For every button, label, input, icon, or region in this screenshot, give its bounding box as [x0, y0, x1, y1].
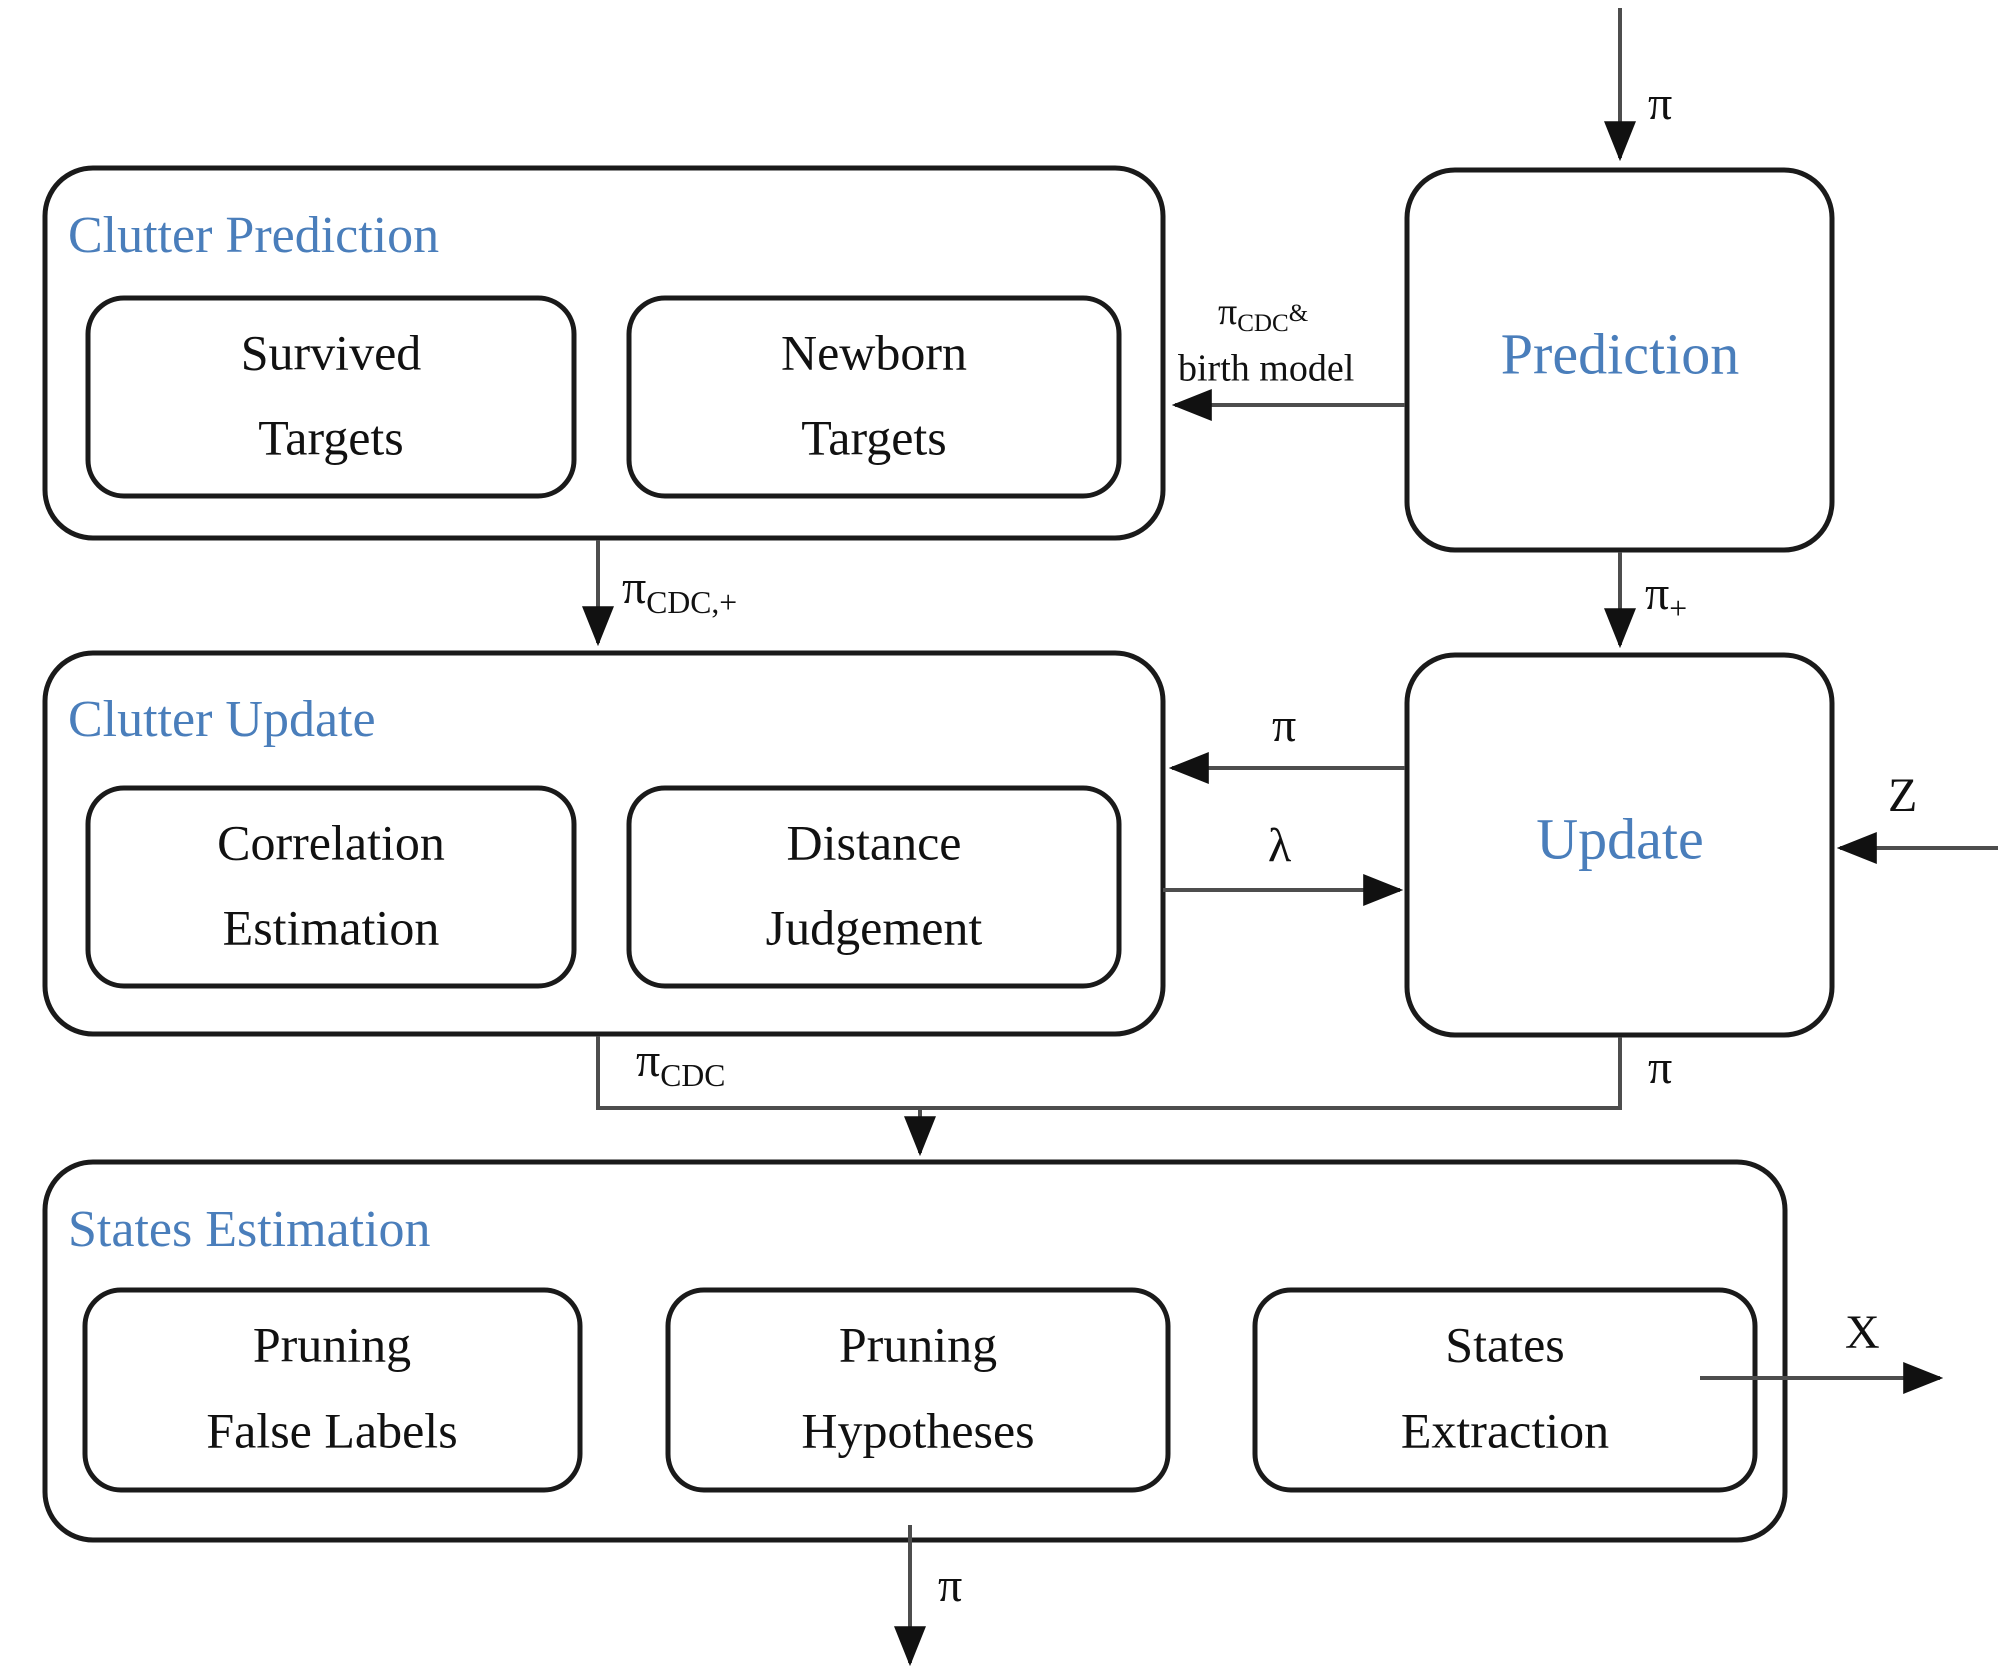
pruning-false-labels-line2: False Labels: [206, 1402, 457, 1458]
node-distance-judgement[interactable]: Distance Judgement: [626, 785, 1122, 989]
edge-prediction-to-clutter-prediction: πCDC& birth model: [1171, 291, 1405, 421]
newborn-targets-line1: Newborn: [781, 324, 967, 380]
distance-judgement-line2: Judgement: [766, 899, 983, 955]
states-extraction-line1: States: [1445, 1316, 1564, 1372]
edge-label-input-pi: π: [1648, 77, 1672, 130]
edge-label-pi-cdc-birth-line1: πCDC&: [1218, 291, 1309, 337]
edge-label-pi-cdc: πCDC: [636, 1034, 725, 1093]
pruning-hypotheses-line2: Hypotheses: [801, 1402, 1034, 1458]
edge-update-to-clutter-update: π: [1168, 699, 1405, 784]
pruning-hypotheses-box[interactable]: [665, 1287, 1171, 1493]
node-states-extraction[interactable]: States Extraction: [1252, 1287, 1758, 1493]
edge-label-pi-out: π: [938, 1559, 962, 1612]
edge-label-lambda: λ: [1268, 819, 1292, 872]
group-states-estimation[interactable]: States Estimation Pruning False Labels P…: [42, 1159, 1788, 1543]
edge-label-amp: &: [1289, 300, 1309, 327]
pi-sub: CDC,+: [646, 585, 737, 620]
survived-targets-line1: Survived: [241, 324, 422, 380]
pi-glyph: π: [636, 1034, 660, 1087]
edge-label-pi-cdc-plus: πCDC,+: [622, 561, 737, 620]
edge-clutter-prediction-to-clutter-update: πCDC,+: [582, 540, 737, 647]
newborn-targets-box[interactable]: [626, 295, 1122, 499]
pi-glyph: π: [622, 561, 646, 614]
edge-prediction-to-update: π+: [1604, 552, 1687, 649]
node-update[interactable]: Update: [1404, 652, 1835, 1038]
update-box[interactable]: [1404, 652, 1835, 1038]
pruning-false-labels-box[interactable]: [82, 1287, 583, 1493]
group-clutter-update[interactable]: Clutter Update Correlation Estimation Di…: [42, 650, 1166, 1037]
edge-line: [922, 1037, 1622, 1110]
edge-label-pi-sub: CDC: [1237, 310, 1289, 337]
edge-label-pi-plus: π+: [1645, 567, 1687, 626]
node-prediction[interactable]: Prediction: [1404, 167, 1835, 553]
pruning-false-labels-line1: Pruning: [253, 1316, 411, 1372]
edge-input-pi-to-prediction: π: [1604, 8, 1672, 162]
node-survived-targets[interactable]: Survived Targets: [85, 295, 577, 499]
clutter-update-title: Clutter Update: [68, 691, 376, 748]
edge-label-pi-update-out: π: [1648, 1041, 1672, 1094]
edge-states-extraction-output: X: [1700, 1306, 1944, 1394]
prediction-label: Prediction: [1501, 321, 1739, 386]
newborn-targets-line2: Targets: [801, 409, 947, 465]
edge-label-pi-cdc-birth-line2: birth model: [1178, 348, 1354, 390]
correlation-estimation-line2: Estimation: [223, 899, 440, 955]
edge-line: [596, 1036, 936, 1157]
states-extraction-line2: Extraction: [1401, 1402, 1609, 1458]
correlation-estimation-box[interactable]: [85, 785, 577, 989]
pi-glyph: π: [1645, 567, 1669, 620]
survived-targets-box[interactable]: [85, 295, 577, 499]
pi-sub: CDC: [660, 1058, 725, 1093]
distance-judgement-box[interactable]: [626, 785, 1122, 989]
edge-label-pi-glyph: π: [1218, 291, 1237, 333]
states-extraction-box[interactable]: [1252, 1287, 1758, 1493]
edge-label-z: Z: [1888, 769, 1917, 822]
node-correlation-estimation[interactable]: Correlation Estimation: [85, 785, 577, 989]
edge-measurements-to-update: Z: [1836, 769, 1998, 864]
edge-label-pi-feedback: π: [1272, 699, 1296, 752]
pi-sub: +: [1669, 591, 1687, 626]
edge-clutter-update-to-update: λ: [1163, 819, 1404, 906]
edge-states-estimation-output-pi: π: [894, 1525, 962, 1667]
edge-label-x: X: [1845, 1306, 1880, 1359]
pruning-hypotheses-line1: Pruning: [839, 1316, 997, 1372]
states-estimation-title: States Estimation: [68, 1201, 431, 1258]
node-newborn-targets[interactable]: Newborn Targets: [626, 295, 1122, 499]
node-pruning-false-labels[interactable]: Pruning False Labels: [82, 1287, 583, 1493]
correlation-estimation-line1: Correlation: [217, 814, 445, 870]
node-pruning-hypotheses[interactable]: Pruning Hypotheses: [665, 1287, 1171, 1493]
clutter-prediction-title: Clutter Prediction: [68, 207, 439, 264]
survived-targets-line2: Targets: [258, 409, 404, 465]
group-clutter-prediction[interactable]: Clutter Prediction Survived Targets Newb…: [42, 165, 1166, 541]
edge-clutter-update-to-states-estimation: πCDC: [596, 1034, 936, 1157]
distance-judgement-line1: Distance: [787, 814, 962, 870]
edge-update-to-states-estimation: π: [922, 1037, 1672, 1110]
update-label: Update: [1536, 806, 1704, 871]
prediction-box[interactable]: [1404, 167, 1835, 553]
